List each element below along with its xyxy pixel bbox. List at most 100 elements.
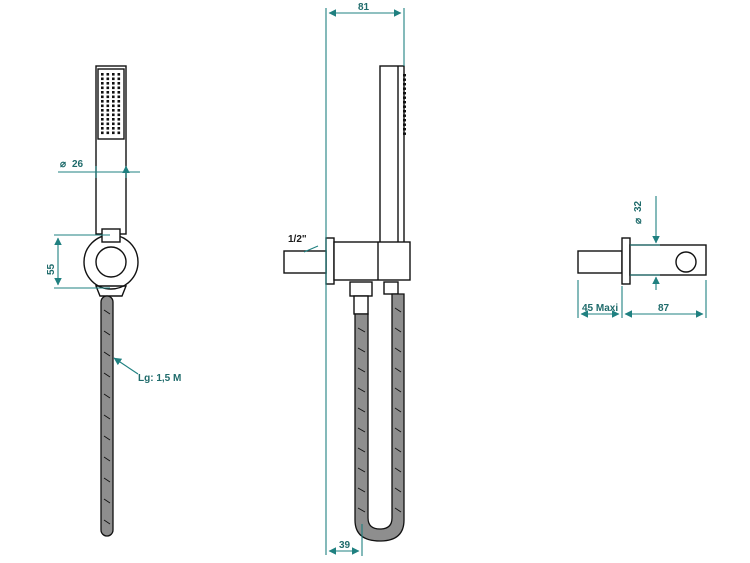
side-view: 81 1/2" 39 [283,2,411,556]
nozzle-dot [117,95,121,99]
wall-flange [325,237,335,285]
nozzle-dot [101,109,104,112]
hose-ribs-side [357,307,402,513]
hose-rib [103,330,111,336]
nozzle-dot [112,109,115,112]
nozzle-dot-side [403,132,406,135]
hose-rib [103,372,111,378]
nozzle-dot [101,95,104,99]
dim-height-55: 55 [46,234,110,289]
hose-rib [357,447,366,453]
front-view: ⌀ 26 55 Lg: 1,5 M [46,65,181,537]
hose-rib [103,435,111,441]
depth-87-label: 87 [658,303,670,314]
dim-depth: 45 Maxi 87 [577,280,707,318]
nozzle-dot [112,113,115,117]
hose-nut-right [383,281,399,295]
hose-rib [394,507,402,513]
nozzle-dot [106,95,110,99]
nozzle-dot [117,91,121,94]
nozzle-dot [106,100,110,103]
holder-flange [621,237,631,285]
nozzle-dot [101,86,104,90]
shower-hose-front [100,295,114,537]
holder-ring-inner [95,246,127,278]
nozzle-dot [117,118,121,121]
nozzle-dot [101,91,104,94]
nozzle-dot-side [403,123,406,126]
spray-nozzles [101,73,121,135]
nozzle-dot [112,131,115,135]
nozzle-dot [117,82,121,85]
hose-rib [357,427,366,433]
nozzle-dot [117,113,121,117]
holder-base [94,285,128,297]
hose-rib [357,367,366,373]
nozzle-dot [101,73,104,76]
hose-rib [103,498,111,504]
nozzle-dot [106,131,110,135]
nozzle-dot [112,77,115,81]
depth-45-maxi-label: 45 Maxi [582,303,618,314]
nozzle-dot [112,118,115,121]
diameter-26-label: 26 [72,159,84,170]
nozzle-dot [112,104,115,108]
offset-39-label: 39 [339,540,351,551]
nozzle-dot [106,77,110,81]
nozzle-dot [101,131,104,135]
hose-rib [103,309,111,315]
nozzle-dot [117,131,121,135]
hose-rib [357,387,366,393]
hose-length-label: Lg: 1,5 M [138,373,181,384]
nozzle-dot [117,100,121,103]
nozzle-dot-side [403,87,406,90]
nozzle-dot [117,86,121,90]
nozzle-dot-side [403,105,406,108]
hose-rib [394,307,402,313]
nozzle-dot [117,109,121,112]
nozzle-dot [106,122,110,126]
nozzle-dot [112,91,115,94]
nozzle-dot-side [403,78,406,81]
hose-rib [394,367,402,373]
nozzle-dot [117,122,121,126]
hand-shower-handle-side [379,65,405,249]
diameter-symbol: ⌀ [60,159,66,170]
hose-rib [357,507,366,513]
hose-rib [394,447,402,453]
thread-label: 1/2" [288,234,307,245]
nozzle-dot [101,122,104,126]
nozzle-dot [112,86,115,90]
hose-rib [394,327,402,333]
hose-rib [103,351,111,357]
dim-diameter-32: ⌀ 32 [630,196,660,290]
nozzle-dot [112,82,115,85]
hose-rib [357,327,366,333]
hose-rib [394,407,402,413]
hose-rib [357,407,366,413]
dim-width-81: 81 [325,2,405,555]
dim-offset-39: 39 [328,524,363,556]
hose-rib [357,487,366,493]
nozzle-dot-side [403,92,406,95]
holder-body-side [333,241,411,281]
nozzle-dot [117,104,121,108]
nozzle-dot-side [403,74,406,77]
nozzle-dot [101,77,104,81]
nozzle-dot [112,95,115,99]
hose-rib [394,427,402,433]
nozzle-dot-side [403,110,406,113]
hose-rib [394,387,402,393]
nozzle-dot [101,113,104,117]
nozzle-dot [117,127,121,130]
thread-callout: 1/2" [288,234,319,253]
nozzle-dot [112,100,115,103]
hose-rib [103,456,111,462]
nozzle-dot-side [403,119,406,122]
nozzle-dot [112,127,115,130]
nozzle-dot [106,82,110,85]
nozzle-dot [117,73,121,76]
dim-diameter-26: ⌀ 26 [58,159,140,178]
nozzle-dot [112,122,115,126]
nozzle-dot [112,73,115,76]
